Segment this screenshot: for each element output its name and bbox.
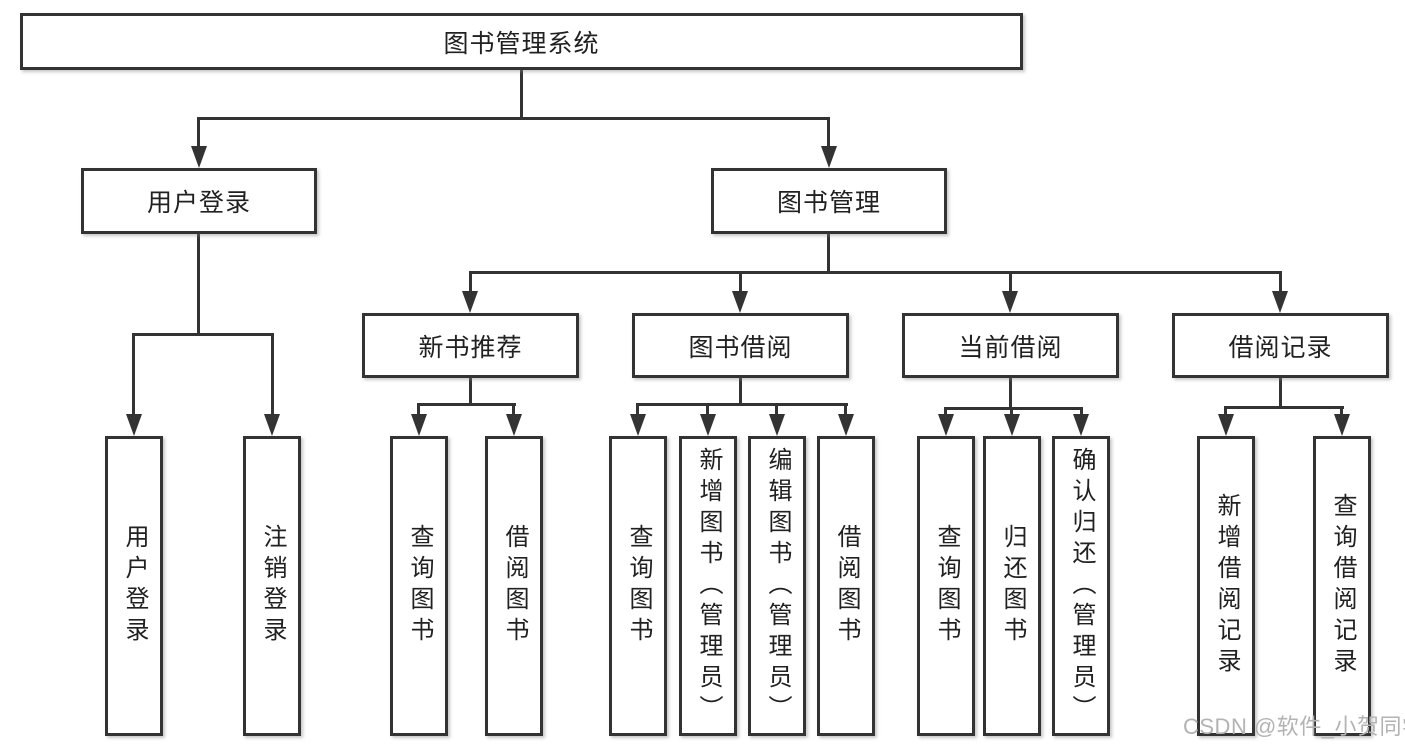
leaf-rec-borrow-books: 借阅图书 — [485, 436, 543, 736]
connector-line — [739, 378, 742, 405]
leaf-bb-query-books-label: 查询图书 — [625, 524, 652, 648]
leaf-br-add-record-label: 新增借阅记录 — [1213, 493, 1240, 679]
leaf-rec-query-books: 查询图书 — [390, 436, 448, 736]
arrow-down-icon — [838, 414, 854, 436]
connector-line — [469, 271, 1282, 274]
leaf-rec-query-books-label: 查询图书 — [406, 524, 433, 648]
leaf-bb-borrow-books: 借阅图书 — [817, 436, 875, 736]
connector-line — [1009, 378, 1012, 409]
watermark: CSDN @软件_小贺同学 — [1183, 714, 1405, 739]
leaf-user-login-label: 用户登录 — [121, 524, 148, 648]
connector-line — [1224, 406, 1344, 409]
connector-line — [739, 271, 742, 294]
arrow-down-icon — [264, 414, 280, 436]
node-book-mgmt: 图书管理 — [711, 168, 947, 234]
leaf-cb-return-books-label: 归还图书 — [999, 524, 1026, 648]
connector-line — [636, 403, 848, 406]
connector-line — [1009, 271, 1012, 294]
connector-line — [512, 403, 515, 417]
connector-line — [417, 403, 516, 406]
node-user-login-label: 用户登录 — [146, 189, 251, 217]
connector-line — [844, 403, 847, 417]
node-root-label: 图书管理系统 — [443, 29, 600, 58]
connector-line — [944, 407, 1083, 410]
leaf-bb-borrow-books-label: 借阅图书 — [833, 524, 860, 648]
node-book-mgmt-label: 图书管理 — [776, 189, 881, 217]
node-book-borrow-label: 图书借阅 — [688, 333, 793, 362]
leaf-cb-confirm-return-admin: 确认归还（管理员） — [1052, 436, 1110, 736]
arrow-down-icon — [1272, 291, 1288, 313]
arrow-down-icon — [1002, 291, 1018, 313]
arrow-down-icon — [126, 414, 142, 436]
connector-line — [1279, 271, 1282, 294]
leaf-logout: 注销登录 — [243, 436, 301, 736]
connector-line — [132, 333, 274, 336]
leaf-bb-add-books-admin-label: 新增图书（管理员） — [695, 446, 722, 726]
leaf-br-query-record: 查询借阅记录 — [1313, 436, 1371, 736]
connector-line — [1010, 407, 1013, 417]
node-borrow-record-label: 借阅记录 — [1228, 333, 1333, 362]
node-user-login: 用户登录 — [81, 168, 317, 234]
arrow-down-icon — [1073, 414, 1089, 436]
arrow-down-icon — [462, 291, 478, 313]
leaf-cb-query-books-label: 查询图书 — [933, 524, 960, 648]
leaf-logout-label: 注销登录 — [259, 524, 286, 648]
arrow-down-icon — [1218, 414, 1234, 436]
arrow-down-icon — [411, 414, 427, 436]
node-new-book-rec-label: 新书推荐 — [418, 333, 523, 362]
connector-line — [775, 403, 778, 417]
connector-line — [197, 117, 200, 149]
connector-line — [827, 234, 830, 273]
arrow-down-icon — [191, 146, 207, 168]
arrow-down-icon — [700, 414, 716, 436]
leaf-bb-query-books: 查询图书 — [609, 436, 667, 736]
node-current-borrow: 当前借阅 — [902, 313, 1119, 378]
arrow-down-icon — [938, 414, 954, 436]
leaf-bb-add-books-admin: 新增图书（管理员） — [679, 436, 737, 736]
connector-line — [197, 117, 830, 120]
connector-line — [944, 407, 947, 417]
arrow-down-icon — [506, 414, 522, 436]
leaf-cb-confirm-return-admin-label: 确认归还（管理员） — [1068, 446, 1095, 726]
connector-line — [520, 70, 523, 118]
leaf-br-add-record: 新增借阅记录 — [1197, 436, 1255, 736]
node-book-borrow: 图书借阅 — [632, 313, 849, 378]
connector-line — [197, 234, 200, 335]
arrow-down-icon — [821, 146, 837, 168]
leaf-cb-return-books: 归还图书 — [983, 436, 1041, 736]
leaf-bb-edit-books-admin: 编辑图书（管理员） — [748, 436, 806, 736]
arrow-down-icon — [1004, 414, 1020, 436]
connector-line — [1279, 378, 1282, 408]
connector-line — [271, 333, 274, 417]
arrow-down-icon — [1334, 414, 1350, 436]
leaf-user-login: 用户登录 — [105, 436, 163, 736]
connector-line — [469, 271, 472, 294]
leaf-rec-borrow-books-label: 借阅图书 — [501, 524, 528, 648]
arrow-down-icon — [769, 414, 785, 436]
leaf-br-query-record-label: 查询借阅记录 — [1329, 493, 1356, 679]
connector-line — [827, 117, 830, 149]
node-current-borrow-label: 当前借阅 — [958, 333, 1063, 362]
connector-line — [1340, 406, 1343, 417]
arrow-down-icon — [732, 291, 748, 313]
connector-line — [132, 333, 135, 417]
connector-line — [636, 403, 639, 417]
node-borrow-record: 借阅记录 — [1172, 313, 1389, 378]
connector-line — [1080, 407, 1083, 417]
connector-line — [1224, 406, 1227, 417]
connector-line — [417, 403, 420, 417]
leaf-bb-edit-books-admin-label: 编辑图书（管理员） — [764, 446, 791, 726]
leaf-cb-query-books: 查询图书 — [917, 436, 975, 736]
connector-line — [469, 378, 472, 405]
connector-line — [706, 403, 709, 417]
arrow-down-icon — [630, 414, 646, 436]
node-root: 图书管理系统 — [20, 13, 1023, 70]
node-new-book-rec: 新书推荐 — [362, 313, 579, 378]
